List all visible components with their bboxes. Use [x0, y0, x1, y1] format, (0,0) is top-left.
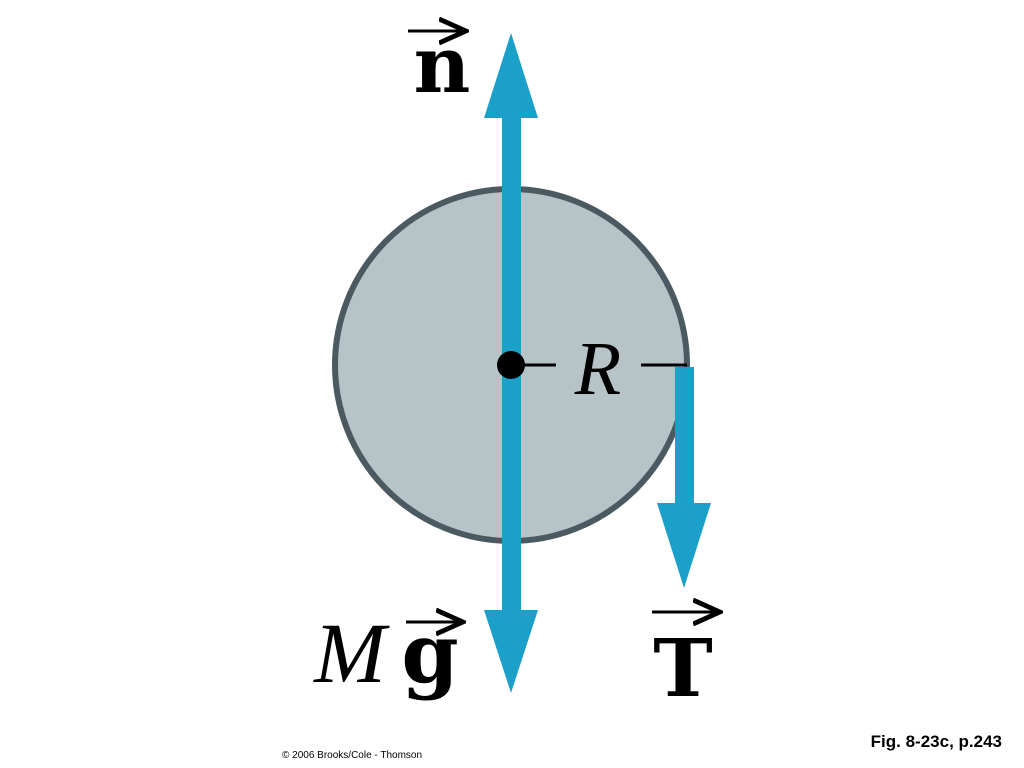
radius-label: R	[574, 327, 621, 411]
tension-arrow	[657, 367, 711, 588]
normal-force-arrow	[484, 33, 538, 366]
copyright-notice: © 2006 Brooks/Cole - Thomson	[282, 750, 423, 761]
figure-caption: Fig. 8-23c, p.243	[870, 732, 1002, 751]
weight-label: M g	[312, 605, 463, 702]
tension-symbol: T	[653, 621, 713, 715]
gravity-symbol: g	[401, 606, 458, 702]
normal-symbol: n	[414, 20, 471, 111]
mass-symbol: M	[312, 605, 390, 701]
tension-label: T	[652, 612, 720, 715]
weight-arrow	[484, 365, 538, 693]
center-point	[497, 351, 525, 379]
normal-vector-label: n	[408, 20, 470, 111]
